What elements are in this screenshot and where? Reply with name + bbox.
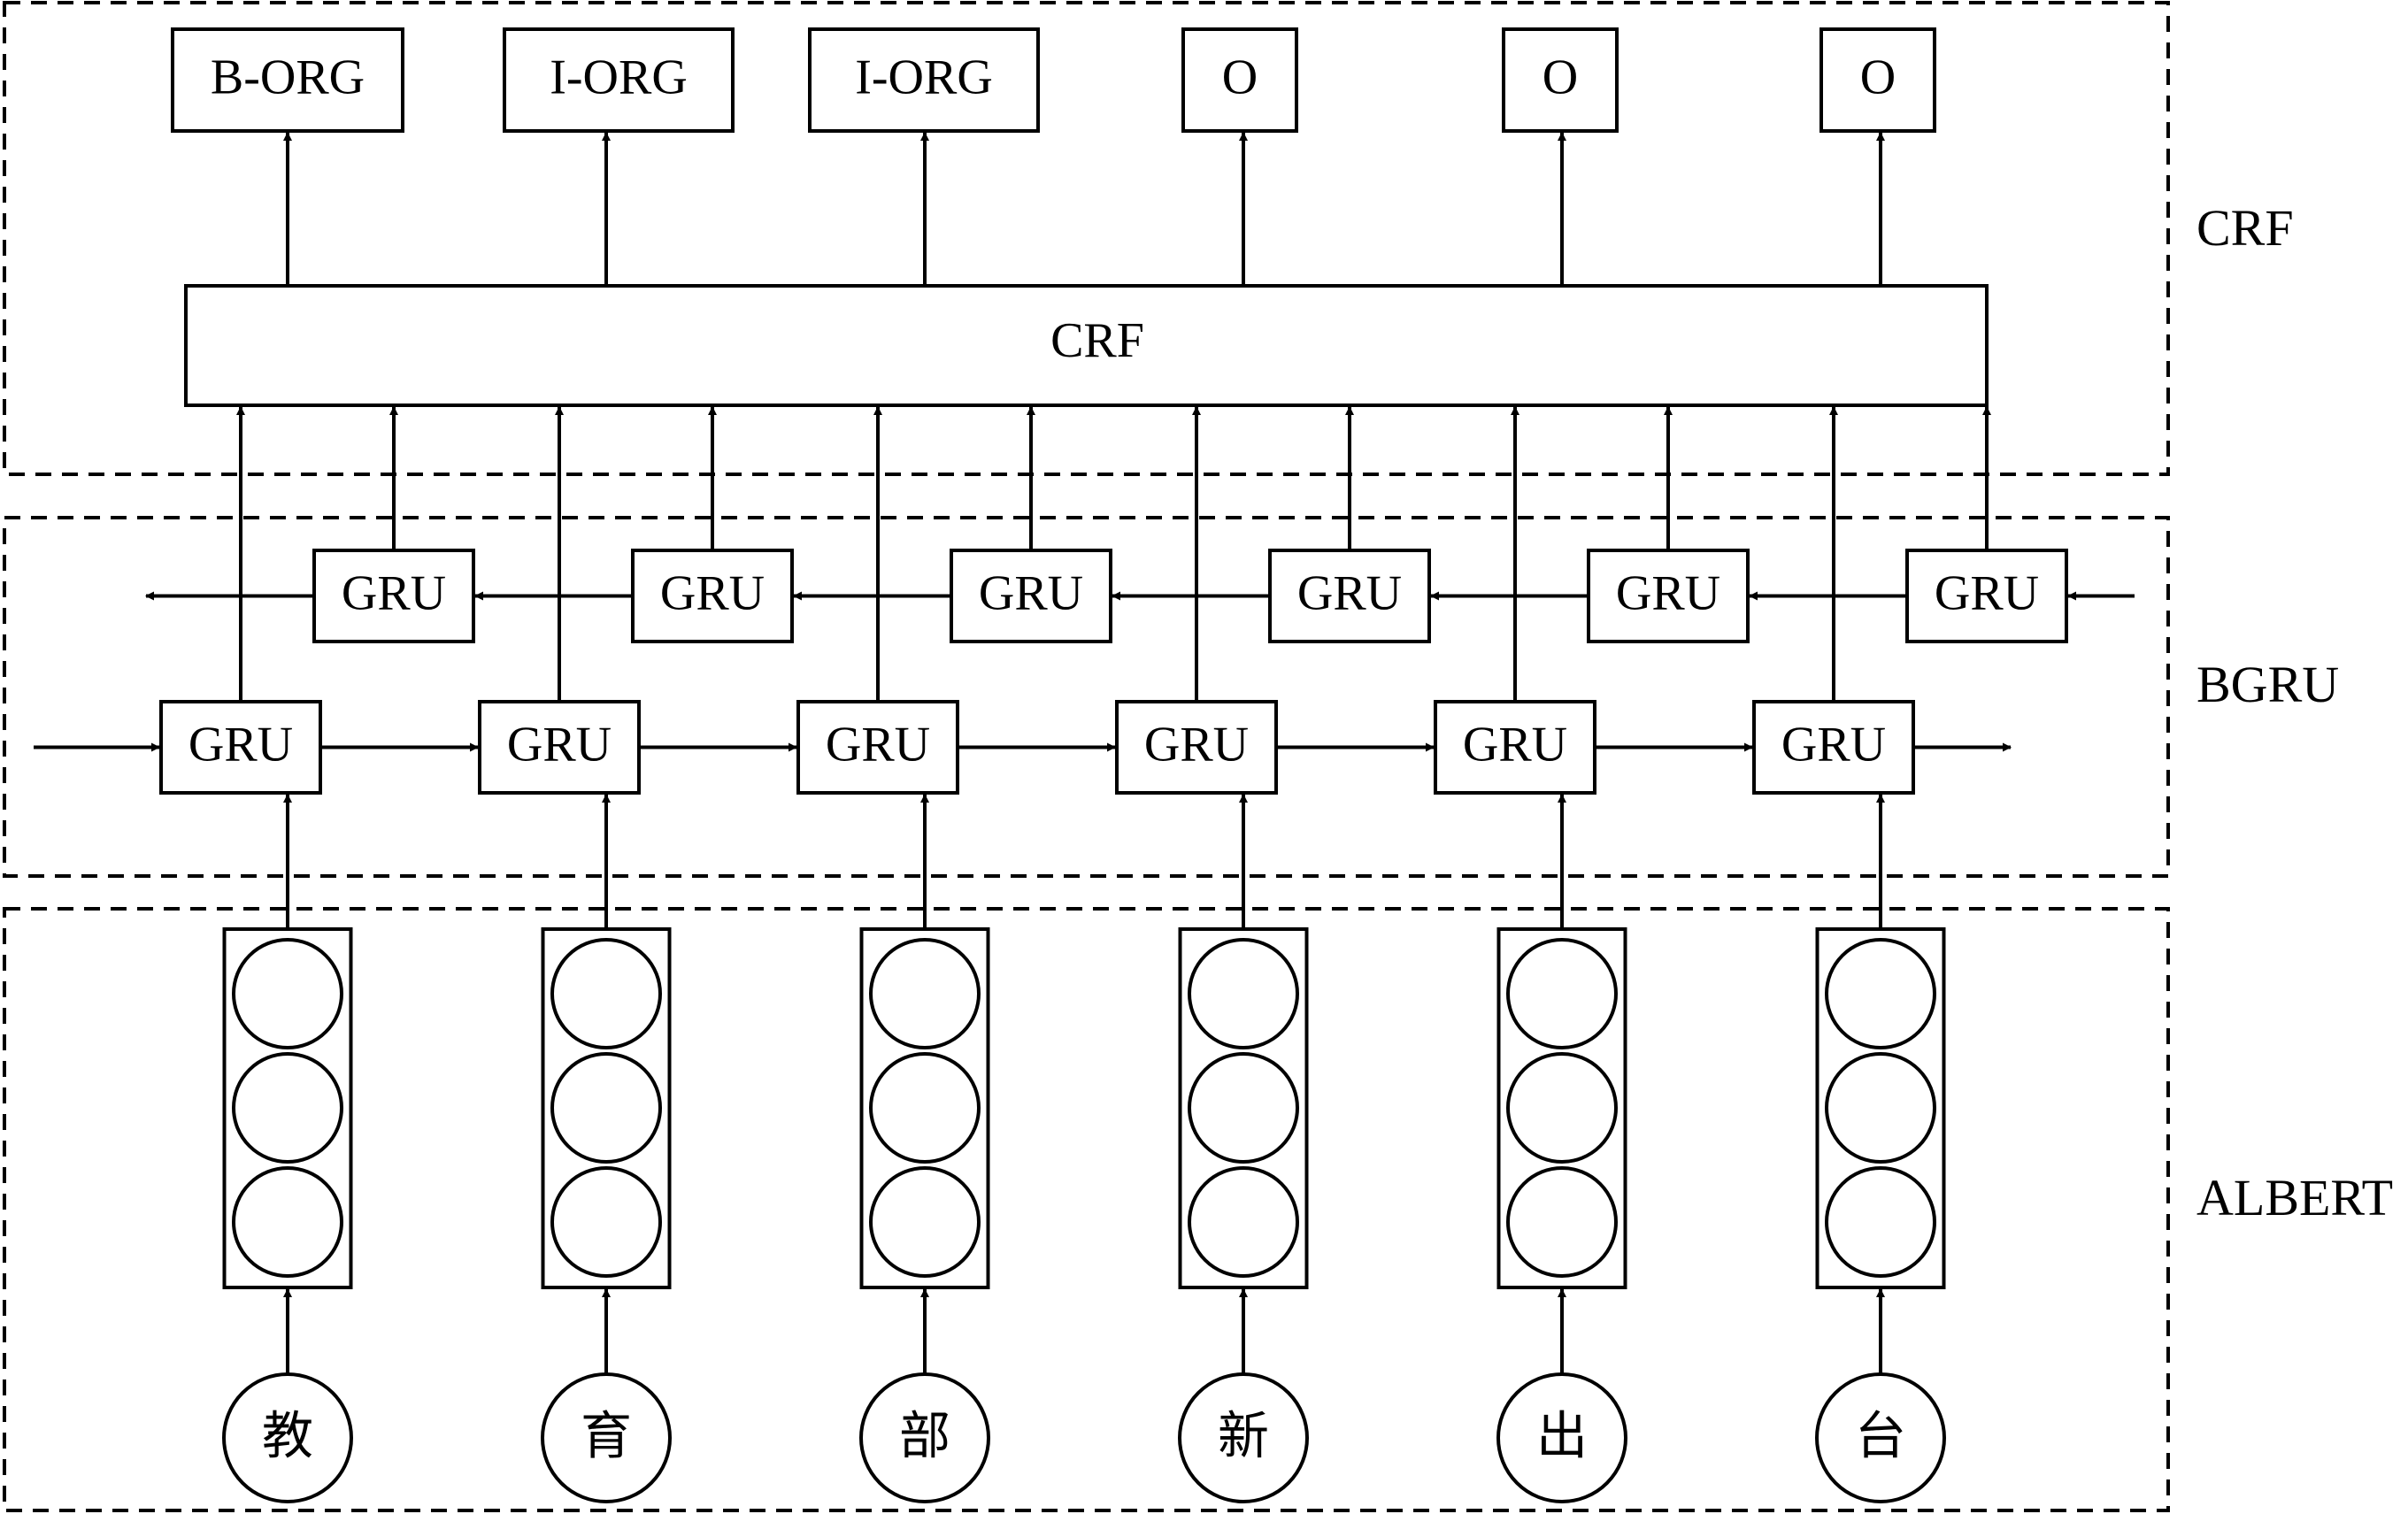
forward-gru-label: GRU <box>1144 717 1249 772</box>
input-token-label: 部 <box>899 1407 950 1464</box>
backward-gru-label: GRU <box>1297 565 1402 620</box>
forward-gru-box <box>1115 700 1278 795</box>
embedding-unit-circle <box>1506 1166 1618 1278</box>
albert-section-frame <box>3 907 2170 1512</box>
forward-gru-box <box>796 700 959 795</box>
output-tags-group: B-ORG I-ORG I-ORG O O O <box>171 27 1936 286</box>
embedding-unit-circle <box>1506 938 1618 1049</box>
embedding-unit-circle <box>1506 1052 1618 1164</box>
embedding-unit-circle <box>869 1052 981 1164</box>
embedding-unit-circle <box>550 938 662 1049</box>
backward-gru-label: GRU <box>1616 565 1720 620</box>
backward-gru-group: GRU GRU GRU GRU GRU GRU <box>145 406 2135 643</box>
input-token-label: 教 <box>262 1407 313 1464</box>
forward-gru-label: GRU <box>1463 717 1567 772</box>
embedding-unit-circle <box>550 1052 662 1164</box>
input-token-label: 出 <box>1536 1407 1588 1464</box>
output-tag-label: O <box>1543 50 1578 104</box>
section-label-bgru: BGRU <box>2196 656 2339 713</box>
forward-gru-box <box>1434 700 1596 795</box>
bgru-section-frame <box>3 516 2170 878</box>
albert-embedding-group <box>222 794 1946 1289</box>
output-tag-label: I-ORG <box>855 50 993 104</box>
backward-gru-box <box>1268 549 1431 643</box>
output-tag-box <box>1819 27 1936 133</box>
embedding-unit-circle <box>869 938 981 1049</box>
backward-gru-label: GRU <box>660 565 765 620</box>
forward-gru-box <box>159 700 322 795</box>
forward-gru-group: GRU GRU GRU GRU GRU GRU <box>34 406 2012 795</box>
backward-gru-box <box>631 549 794 643</box>
backward-gru-label: GRU <box>979 565 1083 620</box>
crf-section-frame <box>3 1 2170 476</box>
output-tag-box <box>1502 27 1619 133</box>
embedding-unit-circle <box>232 1052 343 1164</box>
section-label-albert: ALBERT <box>2196 1169 2393 1226</box>
crf-layer-box <box>184 284 1989 407</box>
output-tag-label: I-ORG <box>550 50 688 104</box>
embedding-unit-circle <box>550 1166 662 1278</box>
input-tokens-group: 教育部新出台 <box>222 1288 1946 1503</box>
output-tag-label: O <box>1860 50 1896 104</box>
backward-gru-box <box>1905 549 2068 643</box>
output-tag-box <box>1181 27 1298 133</box>
crf-layer-label: CRF <box>1050 313 1144 368</box>
output-tag-box <box>808 27 1040 133</box>
backward-gru-box <box>950 549 1112 643</box>
output-tag-box <box>503 27 735 133</box>
embedding-unit-circle <box>1188 1052 1299 1164</box>
input-token-label: 台 <box>1855 1407 1906 1464</box>
forward-gru-label: GRU <box>188 717 293 772</box>
embedding-unit-circle <box>1188 938 1299 1049</box>
embedding-unit-circle <box>1188 1166 1299 1278</box>
embedding-unit-circle <box>232 938 343 1049</box>
backward-gru-label: GRU <box>342 565 446 620</box>
section-label-crf: CRF <box>2196 199 2294 257</box>
forward-gru-label: GRU <box>826 717 930 772</box>
output-tag-box <box>171 27 404 133</box>
backward-gru-label: GRU <box>1935 565 2039 620</box>
embedding-unit-circle <box>1825 1052 1936 1164</box>
forward-gru-label: GRU <box>1781 717 1886 772</box>
output-tag-label: O <box>1222 50 1258 104</box>
embedding-unit-circle <box>1825 1166 1936 1278</box>
embedding-unit-circle <box>232 1166 343 1278</box>
embedding-unit-circle <box>1825 938 1936 1049</box>
forward-gru-label: GRU <box>507 717 612 772</box>
input-token-label: 育 <box>581 1407 632 1464</box>
input-token-label: 新 <box>1218 1407 1269 1464</box>
embedding-unit-circle <box>869 1166 981 1278</box>
output-tag-label: B-ORG <box>211 50 365 104</box>
